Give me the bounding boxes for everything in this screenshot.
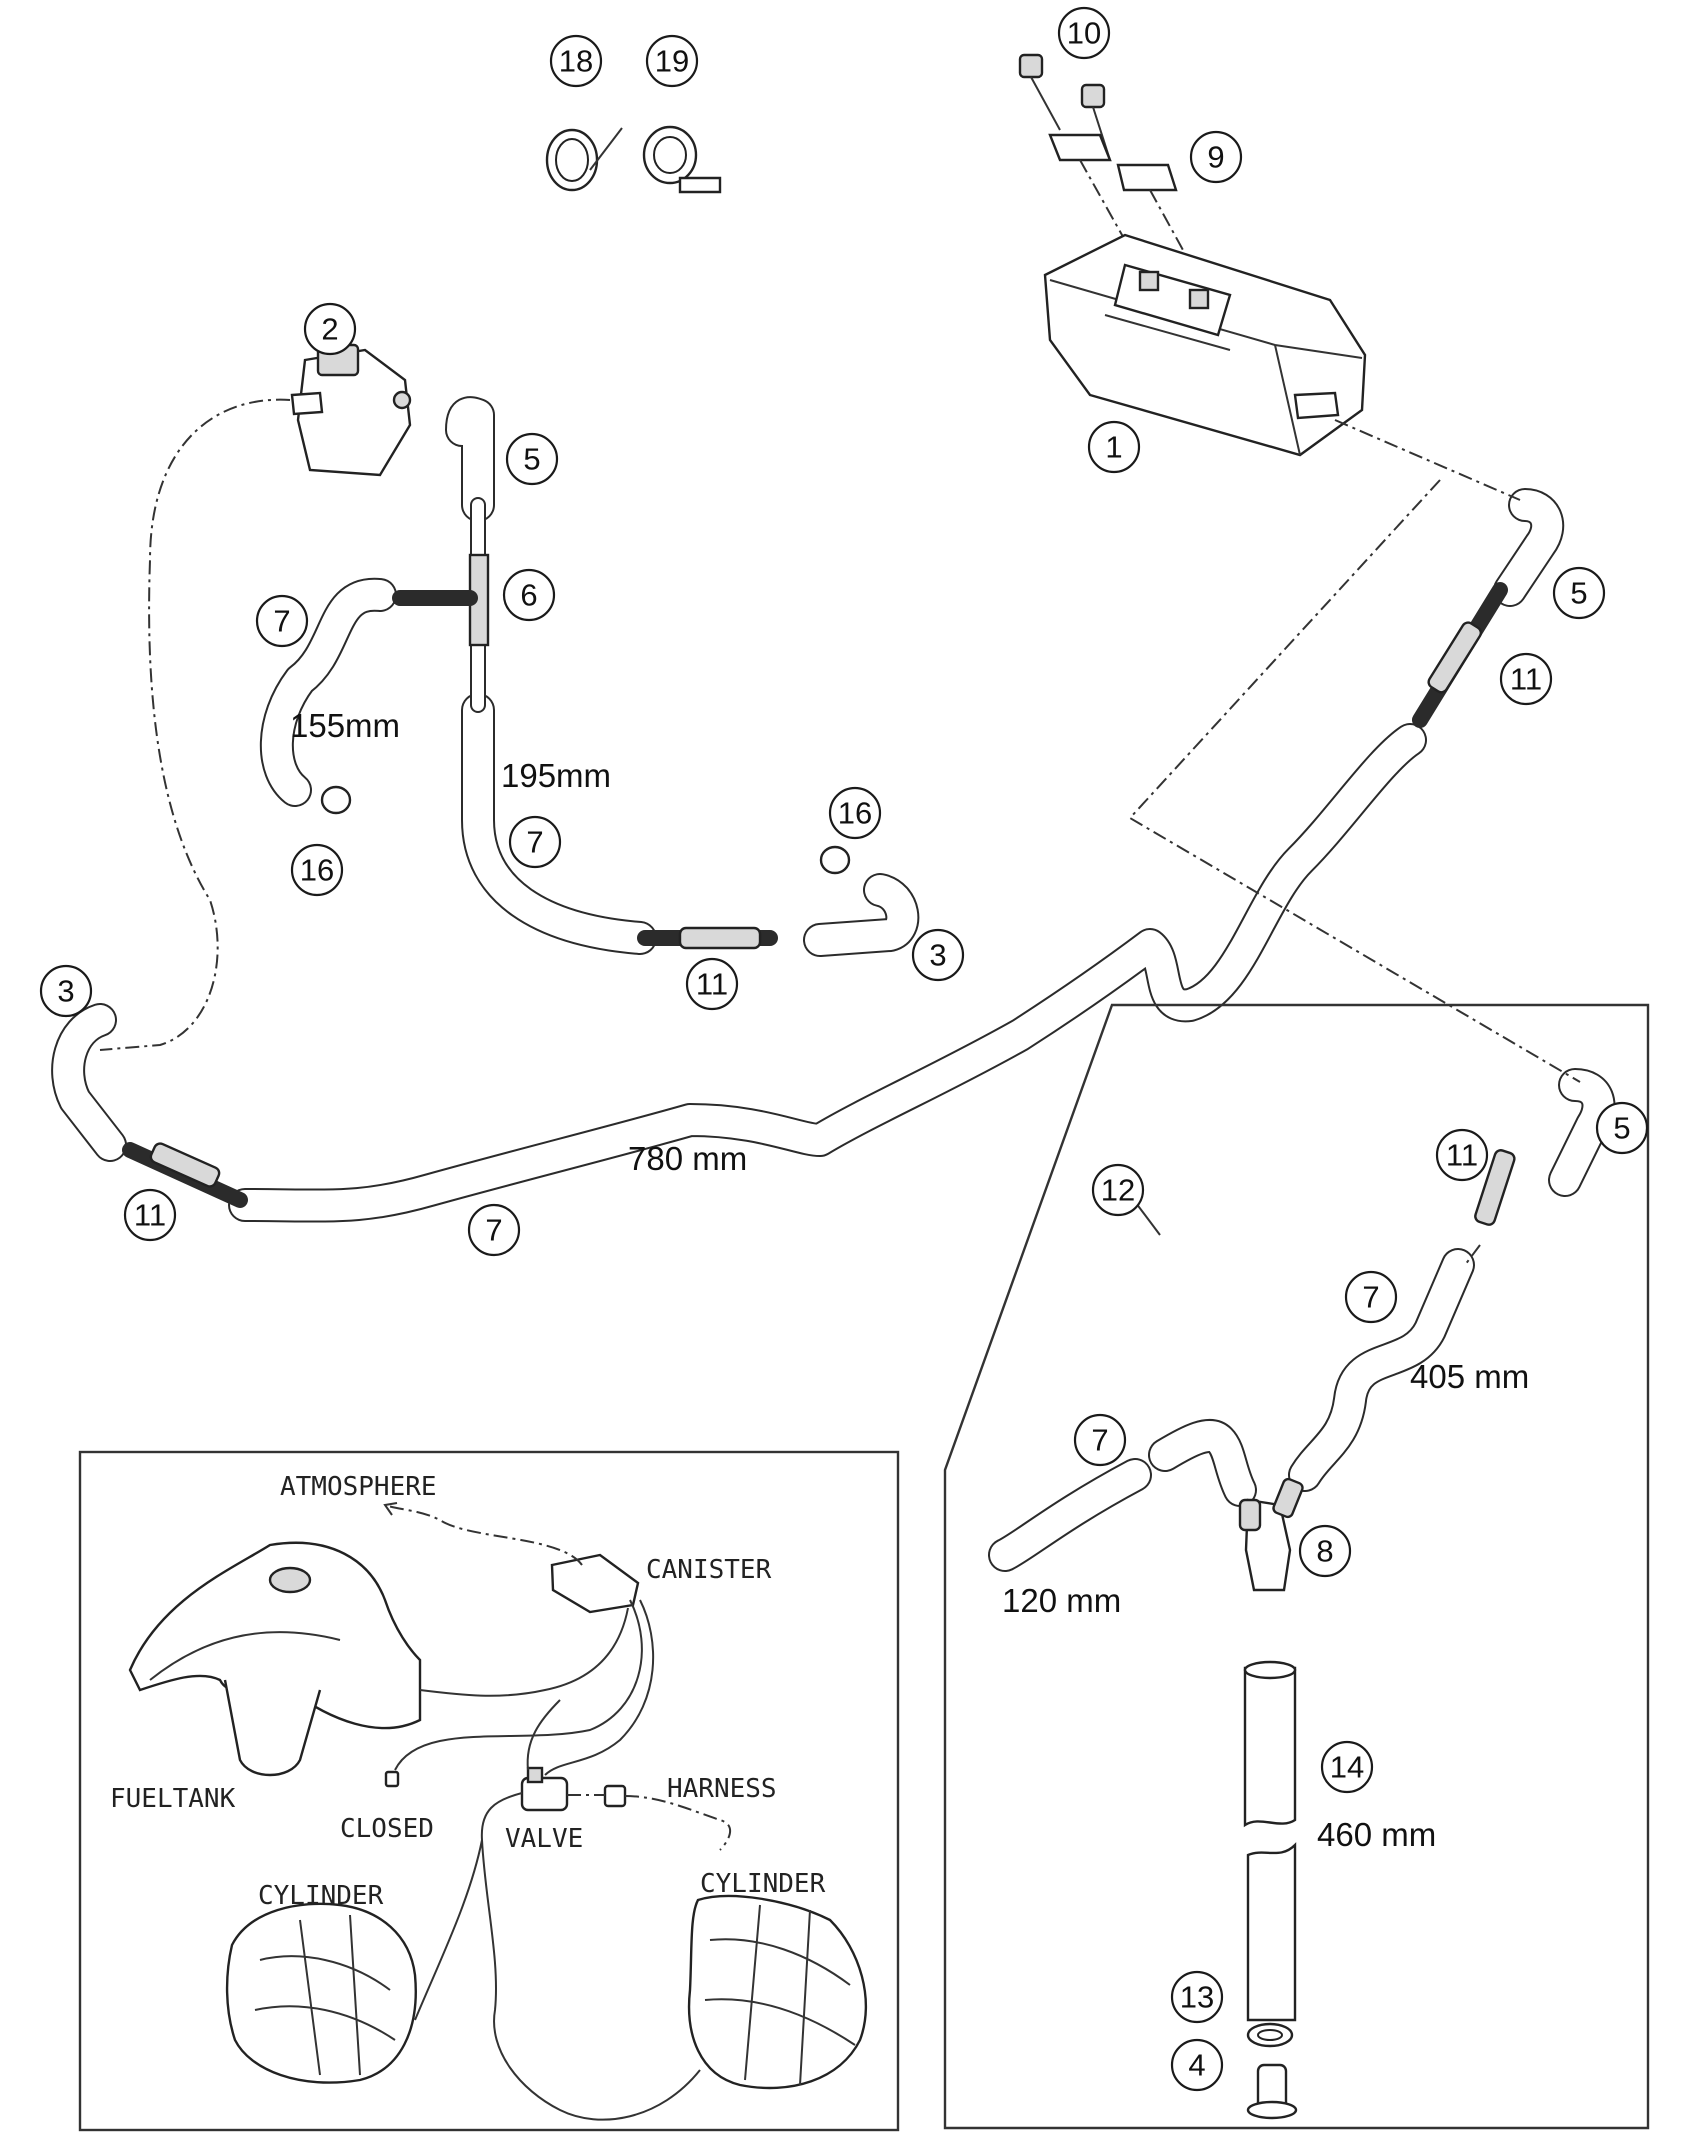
- label-valve: VALVE: [505, 1824, 583, 1854]
- assembly-12-frame: [943, 1003, 1650, 2130]
- cap-and-clamp: [1246, 2022, 1298, 2120]
- cable-tie-part: [545, 127, 623, 192]
- svg-text:11: 11: [1446, 1138, 1478, 1173]
- callout-11-left: 11: [123, 1188, 177, 1242]
- hose-runs: [51, 396, 1616, 1572]
- schematic-drawings: [128, 1541, 868, 2090]
- callout-5-right: 5: [1552, 566, 1606, 620]
- callout-16-left: 16: [290, 843, 344, 897]
- svg-text:4: 4: [1188, 2048, 1205, 2083]
- svg-text:2: 2: [321, 312, 338, 347]
- routing-lines: [99, 398, 1581, 1266]
- svg-text:13: 13: [1180, 1980, 1214, 2015]
- svg-text:6: 6: [520, 578, 537, 613]
- callout-6: 6: [502, 568, 556, 622]
- svg-text:7: 7: [1091, 1423, 1108, 1458]
- callout-7-assembly-upper: 7: [1344, 1270, 1398, 1324]
- label-canister: CANISTER: [646, 1555, 772, 1585]
- callout-9: 9: [1189, 130, 1243, 184]
- mounting-brackets-part: [1048, 133, 1206, 291]
- fittings: [122, 497, 1516, 1226]
- svg-text:5: 5: [523, 442, 540, 477]
- svg-text:14: 14: [1330, 1750, 1364, 1785]
- svg-text:5: 5: [1570, 576, 1587, 611]
- callout-7-bottom: 7: [467, 1203, 521, 1257]
- purge-valve-part: [290, 343, 412, 477]
- callout-1: 1: [1087, 420, 1141, 474]
- svg-text:11: 11: [134, 1198, 166, 1233]
- tee-fitting-part: [1238, 1477, 1304, 1592]
- dimension-460mm: 460 mm: [1317, 1816, 1436, 1853]
- svg-text:18: 18: [559, 44, 593, 79]
- svg-text:7: 7: [273, 604, 290, 639]
- svg-text:5: 5: [1613, 1111, 1630, 1146]
- label-closed: CLOSED: [340, 1814, 434, 1844]
- callout-12: 12: [1091, 1163, 1145, 1217]
- svg-text:16: 16: [300, 853, 334, 888]
- callout-16-right: 16: [828, 786, 882, 840]
- svg-text:19: 19: [655, 44, 689, 79]
- callout-19: 19: [645, 34, 699, 88]
- callout-2: 2: [303, 302, 357, 356]
- hose-clamp-part: [642, 125, 722, 194]
- dimension-780mm: 780 mm: [628, 1140, 747, 1177]
- svg-text:11: 11: [696, 967, 728, 1002]
- svg-text:7: 7: [526, 825, 543, 860]
- svg-text:3: 3: [929, 938, 946, 973]
- callout-7-center: 7: [508, 815, 562, 869]
- callout-11-assembly: 11: [1435, 1128, 1489, 1182]
- dimension-120mm: 120 mm: [1002, 1582, 1121, 1619]
- label-atmosphere: ATMOSPHERE: [280, 1472, 437, 1502]
- callout-10: 10: [1057, 6, 1111, 60]
- callout-7-left: 7: [255, 594, 309, 648]
- svg-text:3: 3: [57, 974, 74, 1009]
- callout-4: 4: [1170, 2038, 1224, 2092]
- svg-text:8: 8: [1316, 1534, 1333, 1569]
- dimension-405mm: 405 mm: [1410, 1358, 1529, 1395]
- svg-text:1: 1: [1105, 430, 1122, 465]
- svg-text:7: 7: [485, 1213, 502, 1248]
- callout-14: 14: [1320, 1740, 1374, 1794]
- svg-text:16: 16: [838, 796, 872, 831]
- label-harness: HARNESS: [667, 1774, 777, 1804]
- label-cylinder-right: CYLINDER: [700, 1869, 826, 1899]
- callout-3-left: 3: [39, 964, 93, 1018]
- callout-18: 18: [549, 34, 603, 88]
- svg-text:7: 7: [1362, 1280, 1379, 1315]
- canister-part: [1043, 233, 1367, 457]
- callout-11-right: 11: [1499, 652, 1553, 706]
- hose-14-part: [1243, 1660, 1297, 2022]
- label-fueltank: FUELTANK: [110, 1784, 236, 1814]
- schematic-lines: [383, 1502, 732, 2121]
- svg-text:12: 12: [1101, 1173, 1135, 1208]
- svg-text:9: 9: [1207, 140, 1224, 175]
- callout-5-upper: 5: [505, 432, 559, 486]
- svg-text:11: 11: [1510, 662, 1542, 697]
- callout-3-right: 3: [911, 928, 965, 982]
- callout-8: 8: [1298, 1524, 1352, 1578]
- svg-text:10: 10: [1067, 16, 1101, 51]
- callout-11-center: 11: [685, 957, 739, 1011]
- schematic-frame: [78, 1450, 900, 2132]
- callout-5-assembly: 5: [1595, 1101, 1649, 1155]
- callout-13: 13: [1170, 1970, 1224, 2024]
- callout-7-assembly-lower: 7: [1073, 1413, 1127, 1467]
- label-cylinder-left: CYLINDER: [258, 1881, 384, 1911]
- dimension-195mm: 195mm: [501, 757, 611, 794]
- dimension-155mm: 155mm: [290, 707, 400, 744]
